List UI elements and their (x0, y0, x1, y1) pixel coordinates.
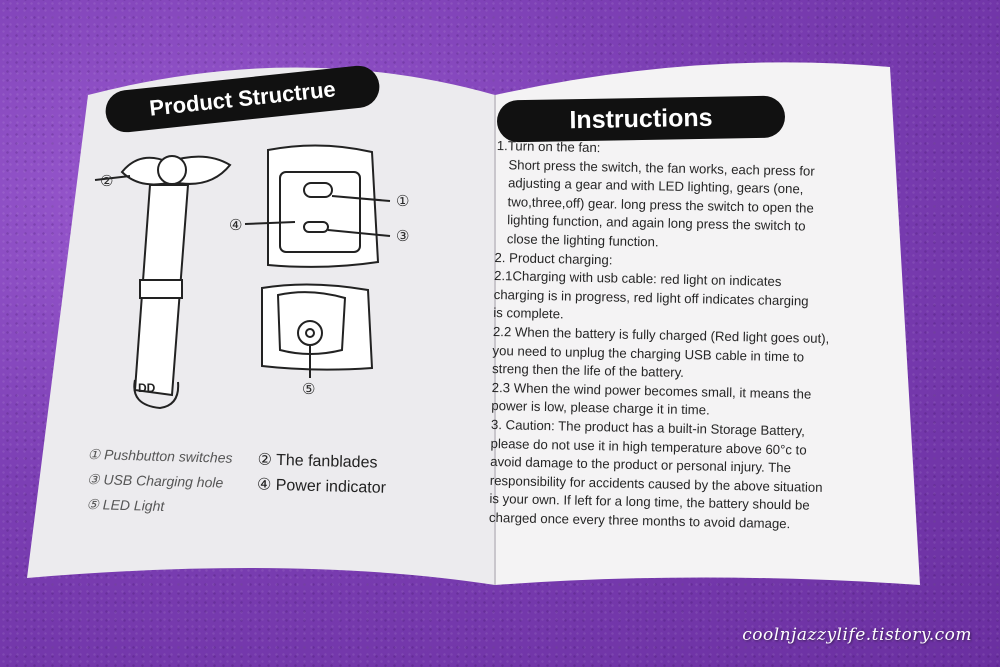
legend-item: ③ USB Charging hole (86, 470, 224, 491)
blog-watermark: coolnjazzylife.tistory.com (742, 625, 972, 645)
legend-item: ⑤ LED Light (86, 495, 165, 515)
svg-text:DD: DD (138, 381, 156, 395)
switch-closeup-illustration (244, 144, 391, 268)
legend-item: ④ Power indicator (256, 475, 387, 497)
instructions-title-badge: Instructions (496, 95, 786, 143)
usb-closeup-illustration (261, 283, 374, 378)
instructions-body: 1.Turn on the fan: Short press the switc… (489, 137, 889, 536)
fan-illustration: DD (94, 155, 232, 410)
callout-5: ⑤ (302, 381, 316, 398)
instructions-title: Instructions (569, 103, 713, 134)
legend-item: ② The fanblades (257, 450, 378, 472)
callout-3: ③ (396, 228, 410, 245)
parts-legend: ① Pushbutton switches ② The fanblades ③ … (86, 442, 387, 525)
callout-1: ① (396, 193, 410, 210)
callout-2: ② (100, 173, 114, 190)
legend-item: ① Pushbutton switches (87, 445, 233, 466)
callout-4: ④ (229, 217, 243, 234)
right-page (495, 62, 920, 586)
